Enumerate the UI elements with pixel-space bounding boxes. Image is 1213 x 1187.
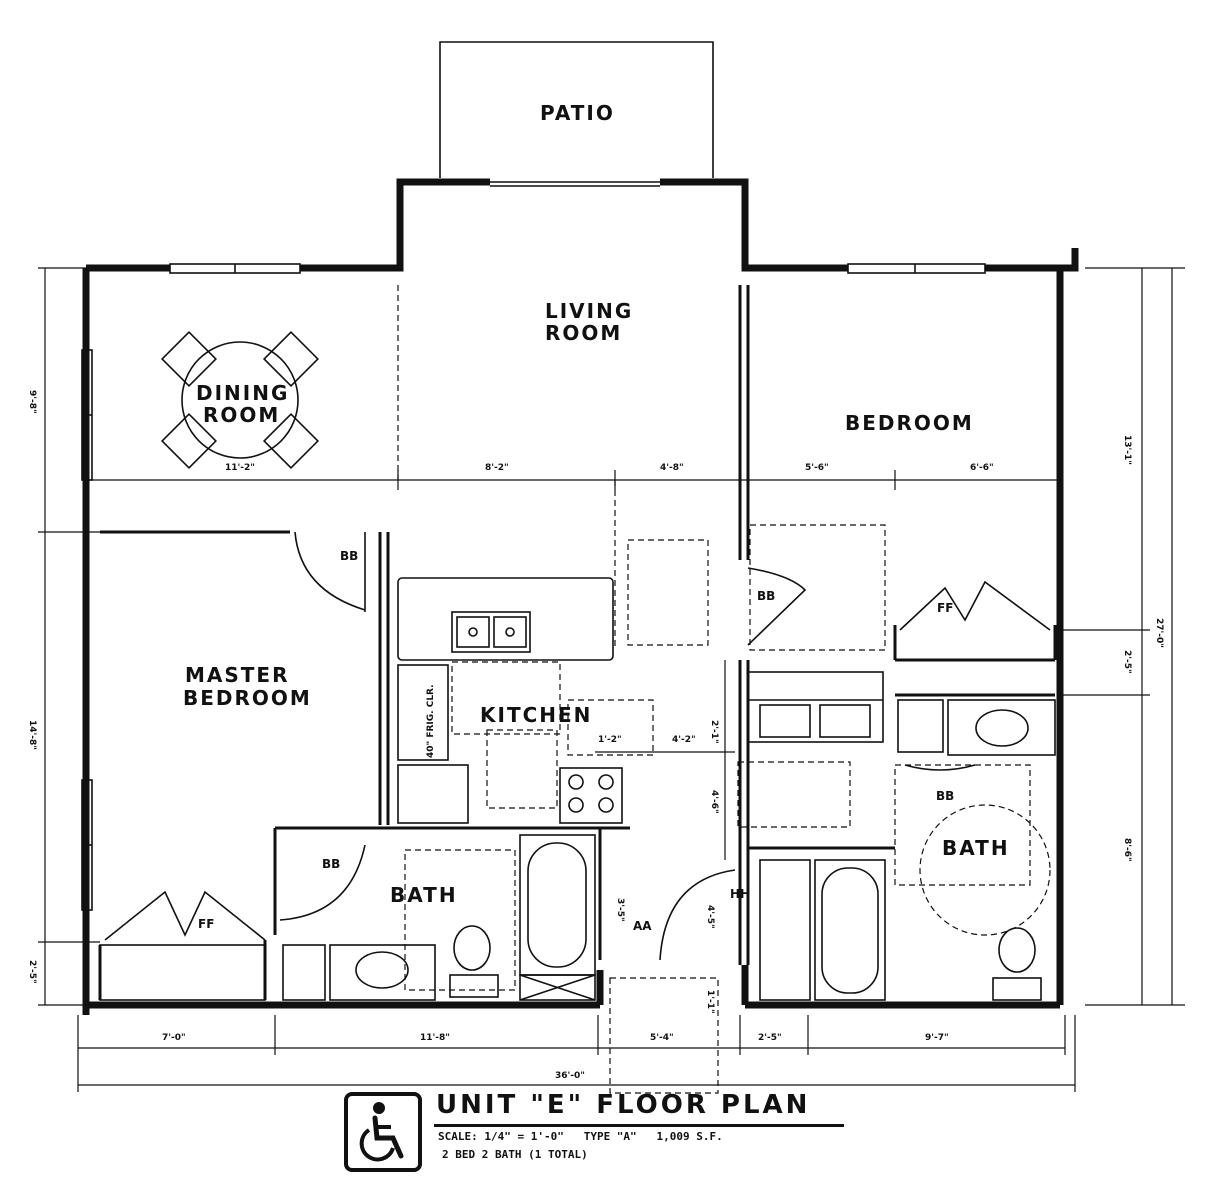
label-aa: AA xyxy=(633,919,652,933)
title-block: UNIT "E" FLOOR PLAN SCALE: 1/4" = 1'-0" … xyxy=(344,1090,864,1180)
patio: PATIO xyxy=(439,41,714,178)
exterior-walls xyxy=(82,178,1079,1015)
laundry-hall: HH AA 3'-5" 4'-5" 1'-1" xyxy=(609,671,884,1094)
dim-bath-right-height: 8'-6" xyxy=(1122,838,1132,862)
dim-overall-height: 27'-0" xyxy=(1154,618,1164,648)
label-fridge-clearance: 40" FRIG. CLR. xyxy=(426,684,436,758)
dimensions-bottom: 7'-0" 11'-8" 5'-4" 2'-5" 9'-7" 36'-0" xyxy=(77,1015,1076,1092)
dim-overall-width: 36'-0" xyxy=(555,1071,585,1081)
plan-title: UNIT "E" FLOOR PLAN xyxy=(436,1090,811,1120)
wheelchair-accessible-icon xyxy=(344,1092,422,1172)
dim-kitchen-4: 4'-6" xyxy=(709,790,719,814)
dim-kitchen-3: 4'-2" xyxy=(672,735,696,745)
kitchen: 40" FRIG. CLR. 2'-1" 1'-2" 4'-2" 4'-6" xyxy=(397,480,886,860)
dim-dining-width: 11'-2" xyxy=(225,463,255,473)
dim-kitchen-2: 1'-2" xyxy=(598,735,622,745)
dim-kitchen-1: 2'-1" xyxy=(709,720,719,744)
dim-dining-height: 9'-8" xyxy=(27,390,37,414)
dimensions-left: 9'-8" 14'-8" 2'-5" xyxy=(27,267,100,1006)
dim-bed-width-1: 5'-6" xyxy=(805,463,829,473)
dim-living-width: 8'-2" xyxy=(485,463,509,473)
room-label-living-1: LIVING xyxy=(545,299,633,323)
wheelchair-icon xyxy=(359,1102,404,1162)
bath-left: BB xyxy=(279,834,596,1001)
dim-bottom-2: 11'-8" xyxy=(420,1033,450,1043)
dim-kitchen-width: 4'-8" xyxy=(660,463,684,473)
plan-scale: SCALE: 1/4" = 1'-0" TYPE "A" 1,009 S.F. xyxy=(438,1130,723,1143)
label-bb-bath-left: BB xyxy=(322,857,340,871)
master-closet: BB FF xyxy=(99,531,366,1001)
label-ff-bed: FF xyxy=(937,601,953,615)
room-label-master-2: BEDROOM xyxy=(183,686,312,710)
dim-bottom-3: 5'-4" xyxy=(650,1033,674,1043)
bath-right: BB xyxy=(759,699,1056,1001)
dim-bed-closet-height: 2'-5" xyxy=(1122,650,1132,674)
title-rule xyxy=(434,1124,844,1127)
room-label-dining-1: DINING xyxy=(196,381,289,405)
plan-units: 2 BED 2 BATH (1 TOTAL) xyxy=(442,1148,588,1161)
room-label-dining-2: ROOM xyxy=(203,403,280,427)
dim-bottom-4: 2'-5" xyxy=(758,1033,782,1043)
dim-bottom-5: 9'-7" xyxy=(925,1033,949,1043)
dim-hall-2: 4'-5" xyxy=(705,905,715,929)
dim-hall-1: 3'-5" xyxy=(615,898,625,922)
room-label-living-2: ROOM xyxy=(545,321,622,345)
dim-master-height: 14'-8" xyxy=(27,720,37,750)
label-bb-bath-right: BB xyxy=(936,789,954,803)
bedroom-closet: BB FF xyxy=(747,567,1051,646)
dim-bottom-1: 7'-0" xyxy=(162,1033,186,1043)
label-ff-master: FF xyxy=(198,917,214,931)
dim-bed-width-2: 6'-6" xyxy=(970,463,994,473)
room-label-bedroom: BEDROOM xyxy=(845,411,974,435)
dim-master-closet-height: 2'-5" xyxy=(27,960,37,984)
dining-table: DINING ROOM xyxy=(160,330,320,470)
room-label-kitchen: KITCHEN xyxy=(480,703,592,727)
dim-bed-height: 13'-1" xyxy=(1122,435,1132,465)
windows xyxy=(81,181,986,911)
label-bb-bed: BB xyxy=(757,589,775,603)
room-label-bath-left: BATH xyxy=(390,883,458,907)
room-label-bath-right: BATH xyxy=(942,836,1010,860)
label-hh: HH xyxy=(730,887,750,901)
room-label-patio: PATIO xyxy=(540,101,615,125)
room-label-master-1: MASTER xyxy=(185,663,290,687)
dim-hall-3: 1'-1" xyxy=(705,990,715,1014)
label-bb-master: BB xyxy=(340,549,358,563)
dimensions-right: 13'-1" 2'-5" 8'-6" 27'-0" xyxy=(1060,267,1185,1006)
